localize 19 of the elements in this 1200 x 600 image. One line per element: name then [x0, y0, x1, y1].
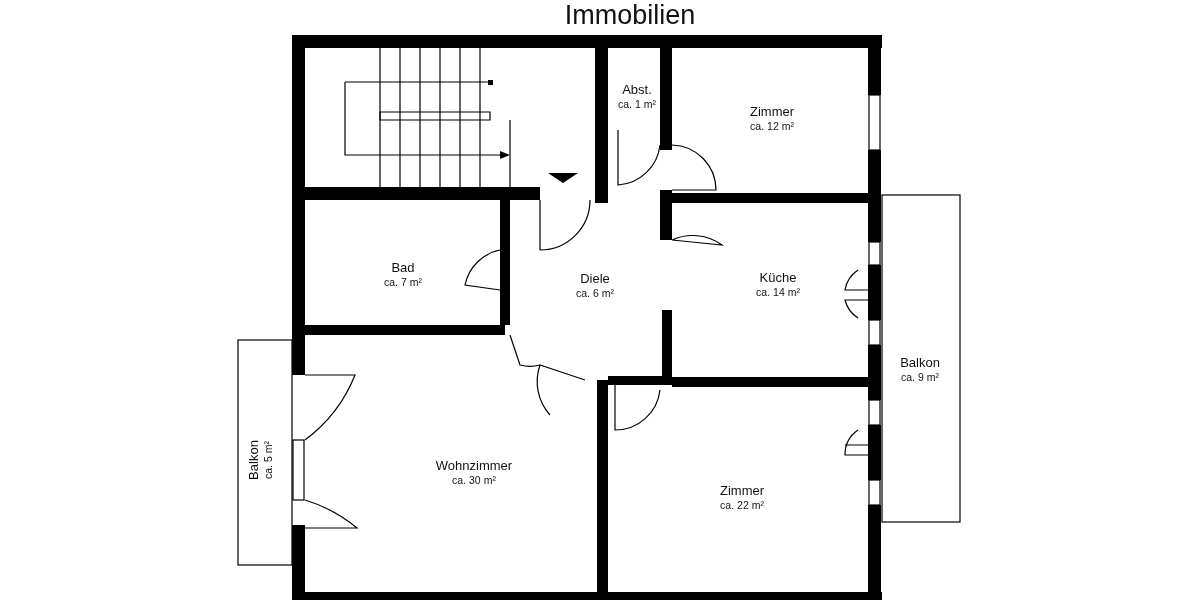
room-name: Balkon	[246, 440, 261, 480]
room-area: ca. 7 m²	[384, 276, 422, 288]
room-name: Küche	[758, 270, 798, 285]
room-area: ca. 6 m²	[576, 287, 614, 299]
room-name: Balkon	[900, 355, 940, 370]
room-area: ca. 30 m²	[435, 474, 513, 486]
plan-title: Immobilien	[564, 0, 696, 31]
room-area: ca. 22 m²	[720, 499, 764, 511]
room-area: ca. 9 m²	[900, 371, 940, 383]
room-name: Zimmer	[750, 104, 794, 119]
room-name: Zimmer	[720, 483, 764, 498]
room-area: ca. 12 m²	[750, 120, 794, 132]
room-name: Abst.	[621, 82, 653, 97]
room-area: ca. 1 m²	[618, 98, 656, 110]
room-name: Bad	[390, 260, 416, 275]
room-name: Diele	[579, 271, 611, 286]
room-name: Wohnzimmer	[435, 458, 513, 473]
room-area: ca. 14 m²	[756, 286, 800, 298]
room-area: ca. 5 m²	[262, 440, 274, 480]
